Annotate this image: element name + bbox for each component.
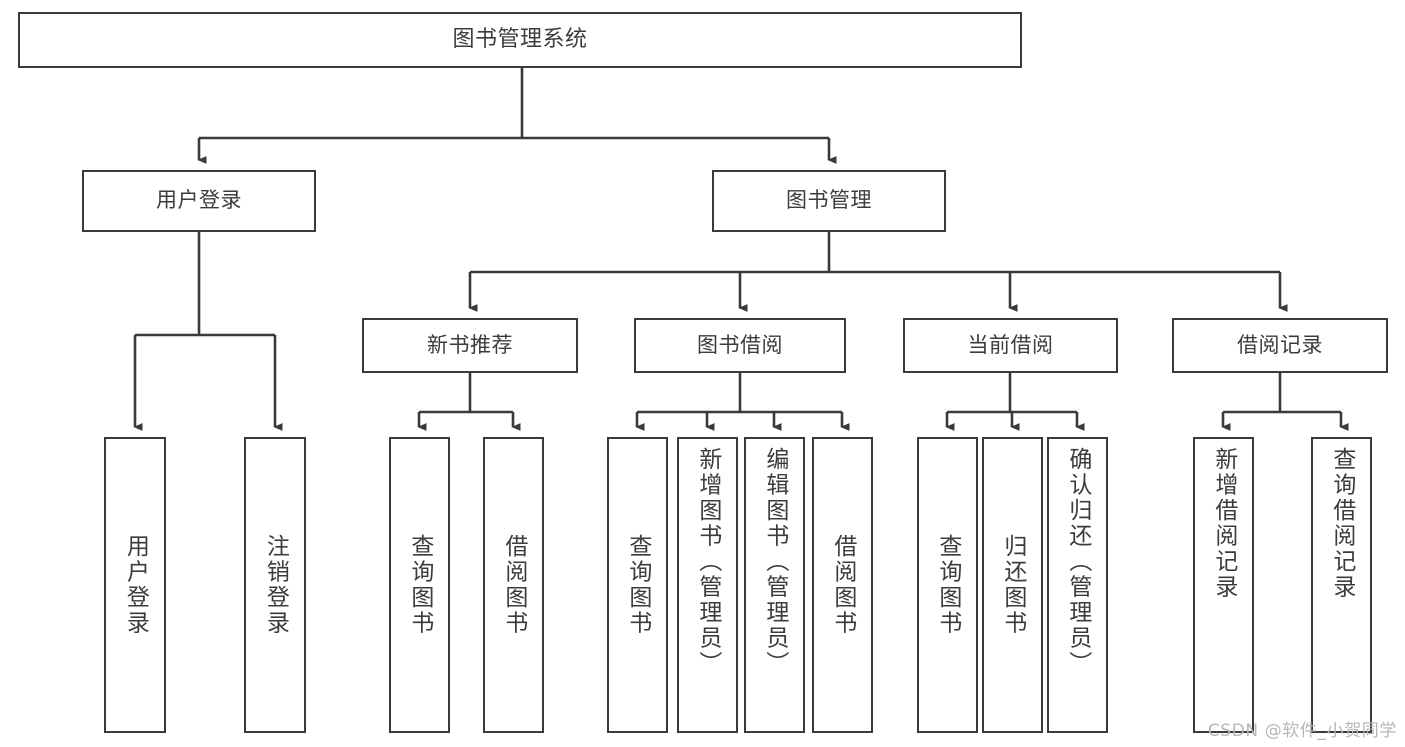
leaf-label: 借阅图书 xyxy=(500,534,527,636)
leaf-label: 新增图书（管理员） xyxy=(694,447,721,677)
node-book-management[interactable]: 图书管理 xyxy=(712,170,946,232)
leaf-query-borrow-record[interactable]: 查询借阅记录 xyxy=(1311,437,1372,733)
leaf-logout[interactable]: 注销登录 xyxy=(244,437,306,733)
node-user-login[interactable]: 用户登录 xyxy=(82,170,316,232)
leaf-label: 注销登录 xyxy=(262,534,289,636)
node-root-system[interactable]: 图书管理系统 xyxy=(18,12,1022,68)
node-new-book-recommend[interactable]: 新书推荐 xyxy=(362,318,578,373)
leaf-return-book[interactable]: 归还图书 xyxy=(982,437,1043,733)
leaf-label: 查询图书 xyxy=(624,534,651,636)
leaf-label: 确认归还（管理员） xyxy=(1064,447,1091,677)
leaf-user-login[interactable]: 用户登录 xyxy=(104,437,166,733)
leaf-edit-book-admin[interactable]: 编辑图书（管理员） xyxy=(744,437,805,733)
leaf-query-book-borrow[interactable]: 查询图书 xyxy=(607,437,668,733)
leaf-query-book-current[interactable]: 查询图书 xyxy=(917,437,978,733)
leaf-label: 查询图书 xyxy=(406,534,433,636)
leaf-label: 用户登录 xyxy=(122,534,149,636)
leaf-borrow-book-recommend[interactable]: 借阅图书 xyxy=(483,437,544,733)
leaf-confirm-return-admin[interactable]: 确认归还（管理员） xyxy=(1047,437,1108,733)
leaf-borrow-book[interactable]: 借阅图书 xyxy=(812,437,873,733)
leaf-add-book-admin[interactable]: 新增图书（管理员） xyxy=(677,437,738,733)
csdn-watermark: CSDN @软件_小贺同学 xyxy=(1207,721,1397,741)
leaf-label: 查询图书 xyxy=(934,534,961,636)
leaf-label: 新增借阅记录 xyxy=(1210,447,1237,600)
node-book-borrow[interactable]: 图书借阅 xyxy=(634,318,846,373)
leaf-label: 借阅图书 xyxy=(829,534,856,636)
node-borrow-record[interactable]: 借阅记录 xyxy=(1172,318,1388,373)
leaf-add-borrow-record[interactable]: 新增借阅记录 xyxy=(1193,437,1254,733)
leaf-label: 归还图书 xyxy=(999,534,1026,636)
leaf-label: 查询借阅记录 xyxy=(1328,447,1355,600)
leaf-label: 编辑图书（管理员） xyxy=(761,447,788,677)
node-current-borrow[interactable]: 当前借阅 xyxy=(903,318,1118,373)
leaf-query-book-recommend[interactable]: 查询图书 xyxy=(389,437,450,733)
